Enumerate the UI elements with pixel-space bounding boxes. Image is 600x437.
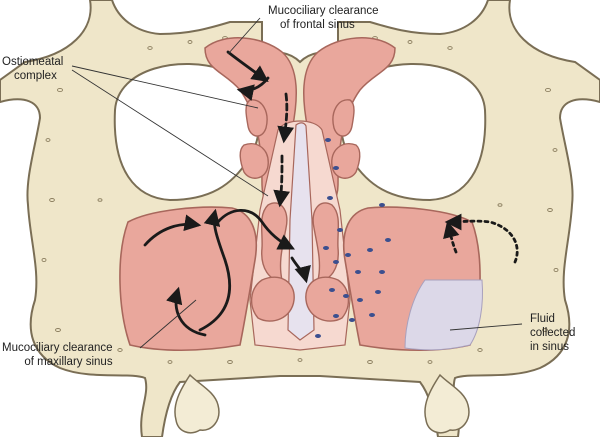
label-ostiomeatal-line-2: complex — [14, 70, 57, 82]
arrow-frontal-1 — [226, 50, 269, 82]
label-frontal-clearance: Mucociliary clearance of frontal sinus — [268, 4, 379, 32]
inferior-turbinate-left — [251, 276, 295, 322]
tooth-right — [424, 373, 470, 434]
label-fluid-line-3: in sinus — [530, 341, 569, 353]
label-fluid-line-2: collected — [530, 327, 576, 339]
nasal-septum — [287, 122, 315, 341]
arrow-frontal-2 — [236, 76, 270, 101]
label-ostiomeatal-complex: Ostiomeatal complex — [2, 55, 63, 83]
bone-texture — [41, 36, 559, 364]
label-maxillary-line-2: of maxillary sinus — [24, 356, 113, 368]
label-fluid-collected: Fluid collected in sinus — [530, 312, 575, 354]
sinus-fluid — [404, 279, 483, 351]
label-frontal-line-1: Mucociliary clearance — [268, 5, 379, 17]
label-maxillary-line-1: Mucociliary clearance — [2, 342, 113, 354]
leader-maxillary — [139, 299, 197, 349]
maxillary-sinus-left — [119, 206, 257, 352]
arrow-max-2 — [198, 208, 232, 332]
arrow-right-dotted — [444, 213, 519, 264]
leader-fluid — [449, 323, 523, 331]
ethmoid-cells — [239, 99, 361, 179]
label-maxillary-clearance: Mucociliary clearance of maxillary sinus — [2, 341, 113, 369]
arrow-frontal-3 — [277, 92, 295, 144]
arrow-max-5 — [290, 256, 311, 284]
arrow-max-3 — [143, 214, 202, 247]
leader-ostiomeatal-1 — [71, 65, 259, 109]
leader-lines — [71, 17, 523, 349]
arrow-frontal-4 — [273, 154, 291, 208]
tooth-left — [174, 373, 220, 434]
arrow-max-1 — [166, 286, 207, 337]
turbinates — [251, 202, 349, 322]
inferior-turbinate-right — [305, 276, 349, 322]
leader-frontal — [227, 17, 261, 55]
arrow-max-4 — [216, 208, 296, 250]
label-frontal-line-2: of frontal sinus — [280, 19, 355, 31]
arrow-right-dotted-up — [443, 220, 460, 254]
leader-ostiomeatal-2 — [71, 69, 269, 197]
cell-nuclei — [315, 138, 391, 338]
mucociliary-flow-arrows — [143, 50, 519, 337]
label-fluid-line-1: Fluid — [530, 313, 555, 325]
label-ostiomeatal-line-1: Ostiomeatal — [2, 56, 64, 68]
